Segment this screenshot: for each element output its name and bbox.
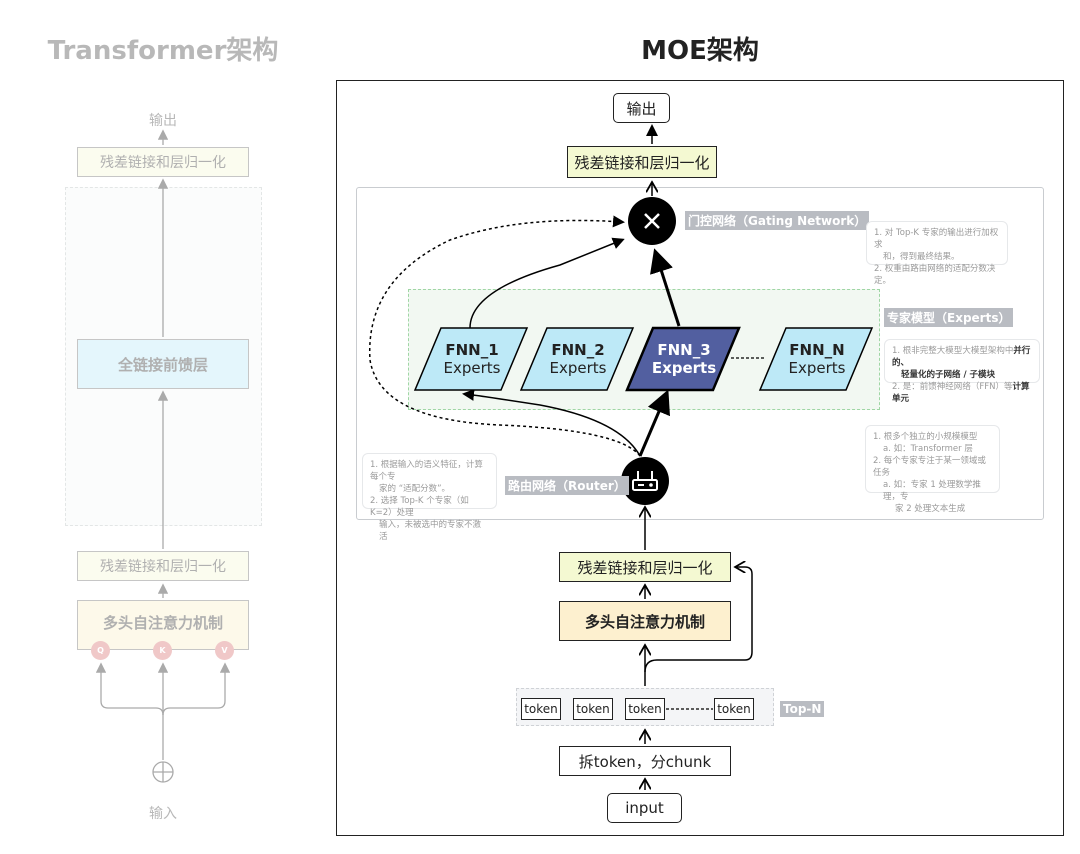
gating-note-line: 和，得到最终结果。	[883, 252, 960, 262]
detail-note-line: 1. 根多个独立的小规模模型	[873, 432, 978, 442]
expert-sub: Experts	[651, 359, 717, 377]
v-badge: V	[215, 641, 234, 660]
expert-sub: Experts	[443, 359, 501, 377]
transformer-output-label: 输出	[149, 113, 177, 129]
q-badge: Q	[91, 641, 110, 660]
expert-shape-4	[758, 327, 874, 391]
expert-name: FNN_1	[445, 341, 499, 359]
gating-note-line: 2. 权重由路由网络的适配分数决定。	[874, 264, 996, 286]
moe-title: MOE架构	[641, 36, 759, 66]
experts-tag: 专家模型（Experts）	[884, 308, 1014, 327]
note-text: 2. 是：前馈神经网络（FFN）等	[892, 382, 1013, 392]
note-bold: 轻量化的子网络 / 子模块	[901, 370, 996, 380]
k-badge: K	[153, 641, 172, 660]
moe-input-box: input	[607, 793, 682, 823]
experts-notes: 1. 根非完整大模型大模型架构中并行的、 轻量化的子网络 / 子模块 2. 是：…	[884, 339, 1040, 404]
gating-multiply-node	[628, 197, 676, 245]
router-note-line: 2. 选择 Top-K 个专家（如 K=2）处理	[370, 496, 469, 518]
multiply-icon	[644, 213, 660, 229]
router-note-line: 1. 根据输入的语义特征，计算每个专	[370, 460, 483, 482]
experts-note-line: 1. 根非完整大模型大模型架构中并行的、	[892, 345, 1032, 369]
moe-layernorm-bottom: 残差链接和层归一化	[559, 552, 731, 582]
token-box: token	[714, 698, 754, 720]
gating-network-tag: 门控网络（Gating Network）	[685, 211, 870, 230]
router-note-line: 家的 “适配分数”。	[379, 484, 451, 494]
note-text: 1. 根非完整大模型大模型架构中	[892, 346, 1014, 356]
transformer-input-label: 输入	[149, 806, 177, 822]
note-bold: 计算单元	[892, 382, 1030, 404]
token-box: token	[521, 698, 561, 720]
detail-note-line: a. 如：专家 1 处理数学推理，专	[883, 480, 981, 502]
experts-note-line: 2. 是：前馈神经网络（FFN）等计算单元	[892, 381, 1032, 405]
token-box: token	[573, 698, 613, 720]
moe-frame	[336, 80, 1064, 836]
moe-attention-box: 多头自注意力机制	[559, 601, 731, 641]
moe-layer-group	[356, 187, 1044, 520]
expert-name: FNN_3	[657, 341, 711, 359]
transformer-ffn-box: 全链接前馈层	[77, 339, 249, 389]
router-tag: 路由网络（Router）	[505, 476, 629, 495]
moe-layernorm-top: 残差链接和层归一化	[567, 146, 717, 178]
router-notes: 1. 根据输入的语义特征，计算每个专 家的 “适配分数”。 2. 选择 Top-…	[362, 453, 497, 542]
router-icon	[632, 471, 658, 491]
transformer-title: Transformer架构	[47, 36, 279, 66]
experts-note-line: 轻量化的子网络 / 子模块	[892, 369, 1032, 381]
router-node	[621, 457, 669, 505]
expert-detail-notes: 1. 根多个独立的小规模模型 a. 如：Transformer 层 2. 每个专…	[865, 425, 1000, 514]
gating-notes: 1. 对 Top-K 专家的输出进行加权求 和，得到最终结果。 2. 权重由路由…	[866, 221, 1008, 286]
router-note-line: 输入，未被选中的专家不激活	[379, 520, 482, 542]
detail-note-line: a. 如：Transformer 层	[883, 444, 973, 454]
detail-note-line: 2. 每个专家专注于某一领域或任务	[873, 456, 986, 478]
transformer-layernorm-top: 残差链接和层归一化	[77, 147, 249, 177]
expert-name: FNN_2	[551, 341, 605, 359]
moe-output-box: 输出	[613, 93, 670, 123]
gating-note-line: 1. 对 Top-K 专家的输出进行加权求	[874, 228, 999, 250]
token-box: token	[625, 698, 665, 720]
tokenize-box: 拆token，分chunk	[559, 746, 731, 776]
expert-sub: Experts	[549, 359, 607, 377]
expert-shape-1	[413, 327, 529, 391]
expert-sub: Experts	[788, 359, 846, 377]
note-bold: 并行的、	[892, 346, 1031, 368]
top-n-tag: Top-N	[780, 701, 825, 717]
expert-name: FNN_N	[789, 341, 845, 359]
expert-shape-3	[625, 326, 741, 392]
transformer-layernorm-bottom: 残差链接和层归一化	[77, 551, 249, 581]
expert-shape-2	[519, 327, 635, 391]
